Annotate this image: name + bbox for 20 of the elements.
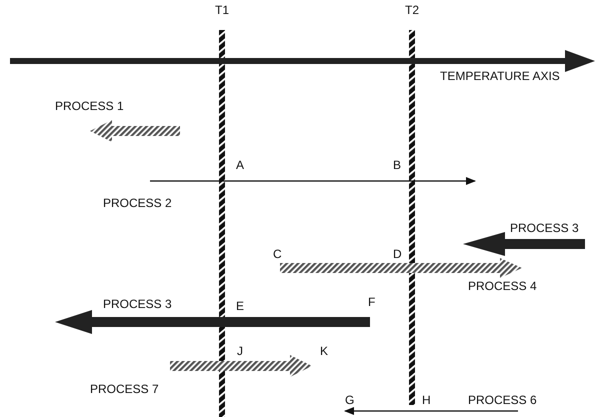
point-label: G <box>345 394 354 406</box>
process-label: PROCESS 2 <box>103 197 172 209</box>
point-label: J <box>237 345 243 357</box>
point-label: K <box>320 345 328 357</box>
point-label: E <box>236 300 244 312</box>
process-label: PROCESS 4 <box>468 280 537 292</box>
process-label: PROCESS 6 <box>468 394 537 406</box>
point-label: D <box>393 248 402 260</box>
process-label: PROCESS 1 <box>55 100 124 112</box>
point-label: B <box>393 159 402 171</box>
temperature-label: T1 <box>215 4 230 16</box>
point-label: H <box>422 394 431 406</box>
axis-title: TEMPERATURE AXIS <box>440 70 560 82</box>
point-label: C <box>273 248 282 260</box>
point-label: F <box>368 296 376 308</box>
process-label: PROCESS 3 <box>103 298 172 310</box>
process-label: PROCESS 3 <box>510 222 579 234</box>
temperature-label: T2 <box>405 4 420 16</box>
process-label: PROCESS 7 <box>90 383 159 395</box>
point-label: A <box>236 159 244 171</box>
